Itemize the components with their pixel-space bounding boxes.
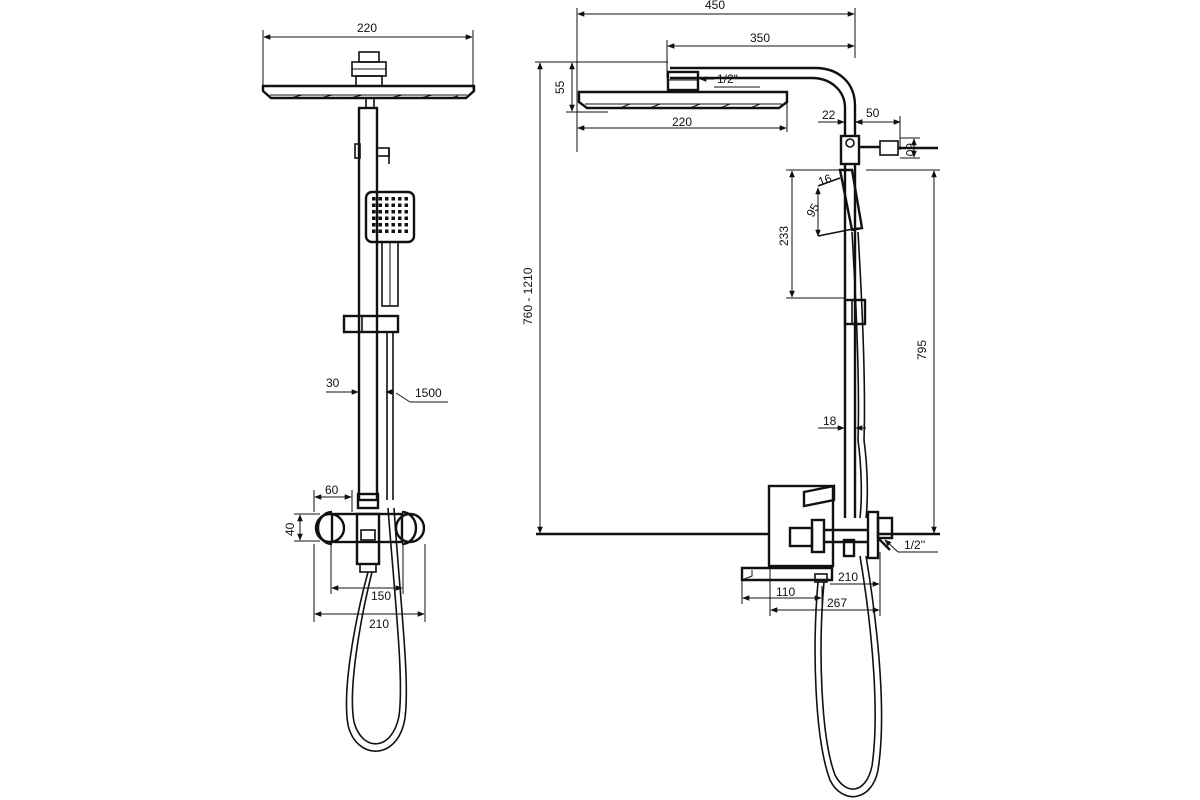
side-head-depth-label: 55	[553, 80, 567, 94]
nozzle-dot	[404, 197, 408, 201]
side-holder-length-label: 95	[803, 201, 822, 220]
side-rail	[843, 164, 857, 518]
side-hose	[814, 555, 883, 798]
nozzle-dot	[398, 210, 402, 214]
side-bracket-height-label: 60	[903, 143, 917, 157]
nozzle-dot	[372, 210, 376, 214]
side-mixer-depth-label: 267	[827, 596, 847, 610]
side-shower-head	[577, 90, 789, 110]
nozzle-dot	[398, 203, 402, 207]
side-holder-angle-label: 16	[816, 171, 834, 189]
nozzle-dot	[391, 216, 395, 220]
nozzle-dot	[391, 223, 395, 227]
side-total-reach-label: 450	[705, 0, 725, 12]
nozzle-dot	[385, 203, 389, 207]
front-head-width-label: 220	[357, 21, 377, 35]
nozzle-dot	[372, 216, 376, 220]
side-rail-offset-label: 22	[822, 108, 836, 122]
side-bracket-depth-label: 50	[866, 106, 880, 120]
nozzle-dot	[385, 216, 389, 220]
nozzle-dot	[398, 229, 402, 233]
nozzle-dot	[378, 223, 382, 227]
front-mixer-width-label: 60	[325, 483, 339, 497]
front-head-connector	[351, 51, 387, 87]
nozzle-dot	[385, 210, 389, 214]
nozzle-dot	[378, 203, 382, 207]
side-head-width-label: 220	[672, 115, 692, 129]
side-spout-offset-label: 110	[776, 585, 795, 599]
nozzle-dot	[398, 223, 402, 227]
side-height-range-label: 760 - 1210	[521, 267, 535, 325]
nozzle-dot	[404, 216, 408, 220]
nozzle-dot	[398, 216, 402, 220]
front-hand-shower	[364, 190, 416, 307]
nozzle-dot	[391, 203, 395, 207]
nozzle-dot	[391, 229, 395, 233]
front-diverter	[354, 143, 390, 164]
nozzle-dot	[372, 223, 376, 227]
nozzle-dot	[404, 210, 408, 214]
nozzle-dot	[404, 223, 408, 227]
front-shower-head	[261, 84, 476, 100]
front-rail-diameter-label: 30	[326, 376, 340, 390]
front-outer-span-label: 210	[369, 617, 389, 631]
nozzle-dot	[378, 197, 382, 201]
nozzle-dot	[372, 203, 376, 207]
front-slider	[342, 314, 400, 334]
nozzle-dot	[378, 210, 382, 214]
side-arm-length-label: 350	[750, 31, 770, 45]
front-inner-span-label: 150	[371, 589, 391, 603]
side-shower-arm	[670, 66, 857, 136]
nozzle-dot	[385, 229, 389, 233]
side-view: 450 350 55 760 - 1210 1/2"	[521, 0, 940, 798]
front-hose-length-label: 1500	[415, 386, 442, 400]
front-mixer-height-label: 40	[283, 522, 297, 536]
side-head-connector	[666, 70, 700, 92]
side-spout-depth-label: 210	[838, 570, 858, 584]
side-pipe-diameter-label: 18	[823, 414, 837, 428]
nozzle-dot	[372, 197, 376, 201]
nozzle-dot	[391, 210, 395, 214]
nozzle-dot	[398, 197, 402, 201]
side-hand-shower	[817, 168, 864, 237]
nozzle-dot	[404, 229, 408, 233]
front-view: 220	[261, 21, 476, 752]
side-head-connector-label: 1/2"	[717, 72, 738, 86]
side-holder-span-label: 233	[777, 226, 791, 246]
front-hose	[345, 507, 408, 752]
front-rail	[357, 106, 379, 502]
side-diverter	[839, 134, 938, 166]
nozzle-dot	[372, 229, 376, 233]
side-rail-height-label: 795	[915, 340, 929, 360]
nozzle-dot	[391, 197, 395, 201]
nozzle-dot	[378, 229, 382, 233]
nozzle-dot	[378, 216, 382, 220]
side-mixer-connector-label: 1/2''	[904, 538, 925, 552]
nozzle-dot	[385, 197, 389, 201]
front-mixer	[314, 492, 426, 573]
nozzle-dot	[385, 223, 389, 227]
nozzle-dot	[404, 203, 408, 207]
